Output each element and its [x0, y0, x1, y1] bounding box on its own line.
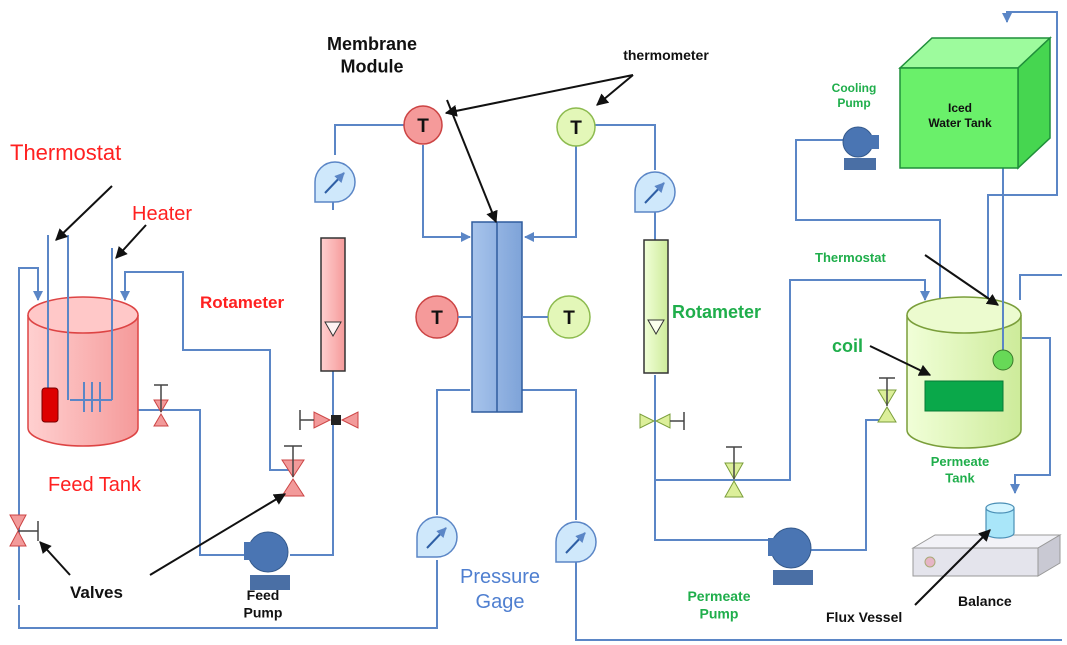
valve-bypass[interactable] — [281, 445, 305, 497]
rotameter-feed-label: Rotameter — [200, 293, 284, 312]
label-line: Permeate — [687, 588, 750, 604]
cooling-coil — [924, 380, 1004, 412]
membrane-module — [471, 221, 523, 413]
iced-water-tank — [898, 36, 1052, 170]
rotameter-permeate — [643, 239, 669, 374]
flux-vessel — [985, 502, 1015, 539]
label-line: Module — [341, 57, 404, 77]
pressure-gauge-feed — [416, 516, 458, 558]
coil-label: coil — [832, 336, 863, 356]
flow-gauge-permeate — [634, 171, 676, 213]
heater-coil — [70, 248, 113, 412]
callout-arrows — [39, 74, 999, 606]
flow-gauge-feed — [314, 161, 356, 203]
cooling-pump — [842, 126, 879, 170]
thermostat-permeate-label: Thermostat — [815, 250, 886, 265]
thermometer-feed-inlet: T — [403, 105, 443, 145]
thermometer-symbol: T — [570, 118, 582, 139]
feed-tank — [27, 296, 139, 447]
flux-vessel-label: Flux Vessel — [826, 609, 902, 625]
label-line: Water Tank — [928, 116, 992, 130]
valves-label: Valves — [70, 583, 123, 602]
label-line: Cooling — [832, 81, 877, 95]
thermometer-feed-outlet: T — [415, 295, 472, 339]
permeate-pump — [768, 527, 813, 585]
label-line: Gage — [476, 591, 525, 613]
valve-permeate-loop[interactable] — [724, 446, 744, 498]
label-line: Membrane — [327, 34, 417, 54]
label-line: Pressure — [460, 566, 540, 588]
thermometer-permeate-outlet: T — [556, 107, 596, 147]
valve-drain[interactable] — [9, 514, 39, 547]
permeate-thermostat-probe — [992, 295, 1014, 371]
feed-pump — [244, 531, 290, 590]
label-line: Pump — [700, 606, 739, 622]
rotameter-permeate-label: Rotameter — [672, 302, 761, 322]
thermometer-symbol: T — [417, 116, 429, 137]
thermometer-symbol: T — [563, 308, 575, 329]
label-line: Permeate — [931, 454, 990, 469]
heater-label: Heater — [132, 203, 192, 225]
valve-permeate-rotameter[interactable] — [639, 412, 685, 430]
label-line: Tank — [945, 470, 975, 485]
label-line: Pump — [837, 96, 870, 110]
thermometer-permeate-inlet: T — [522, 295, 591, 339]
label-line: Feed — [247, 587, 280, 603]
label-line: Iced — [948, 101, 972, 115]
thermostat-probe — [41, 235, 69, 423]
valve-permeate-tank[interactable] — [877, 377, 897, 423]
thermometer-label: thermometer — [623, 47, 709, 63]
thermometer-symbol: T — [431, 308, 443, 329]
pressure-gauge-permeate — [555, 521, 597, 563]
rotameter-feed — [320, 237, 346, 372]
balance-label: Balance — [958, 593, 1012, 609]
balance — [911, 534, 1062, 577]
valve-feed-tank-outlet[interactable] — [153, 384, 169, 427]
thermostat-label: Thermostat — [10, 140, 121, 165]
label-line: Pump — [244, 605, 283, 621]
feed-tank-label: Feed Tank — [48, 474, 142, 496]
pipework — [18, 11, 1062, 641]
valve-rotameter-inlet[interactable] — [299, 410, 359, 430]
